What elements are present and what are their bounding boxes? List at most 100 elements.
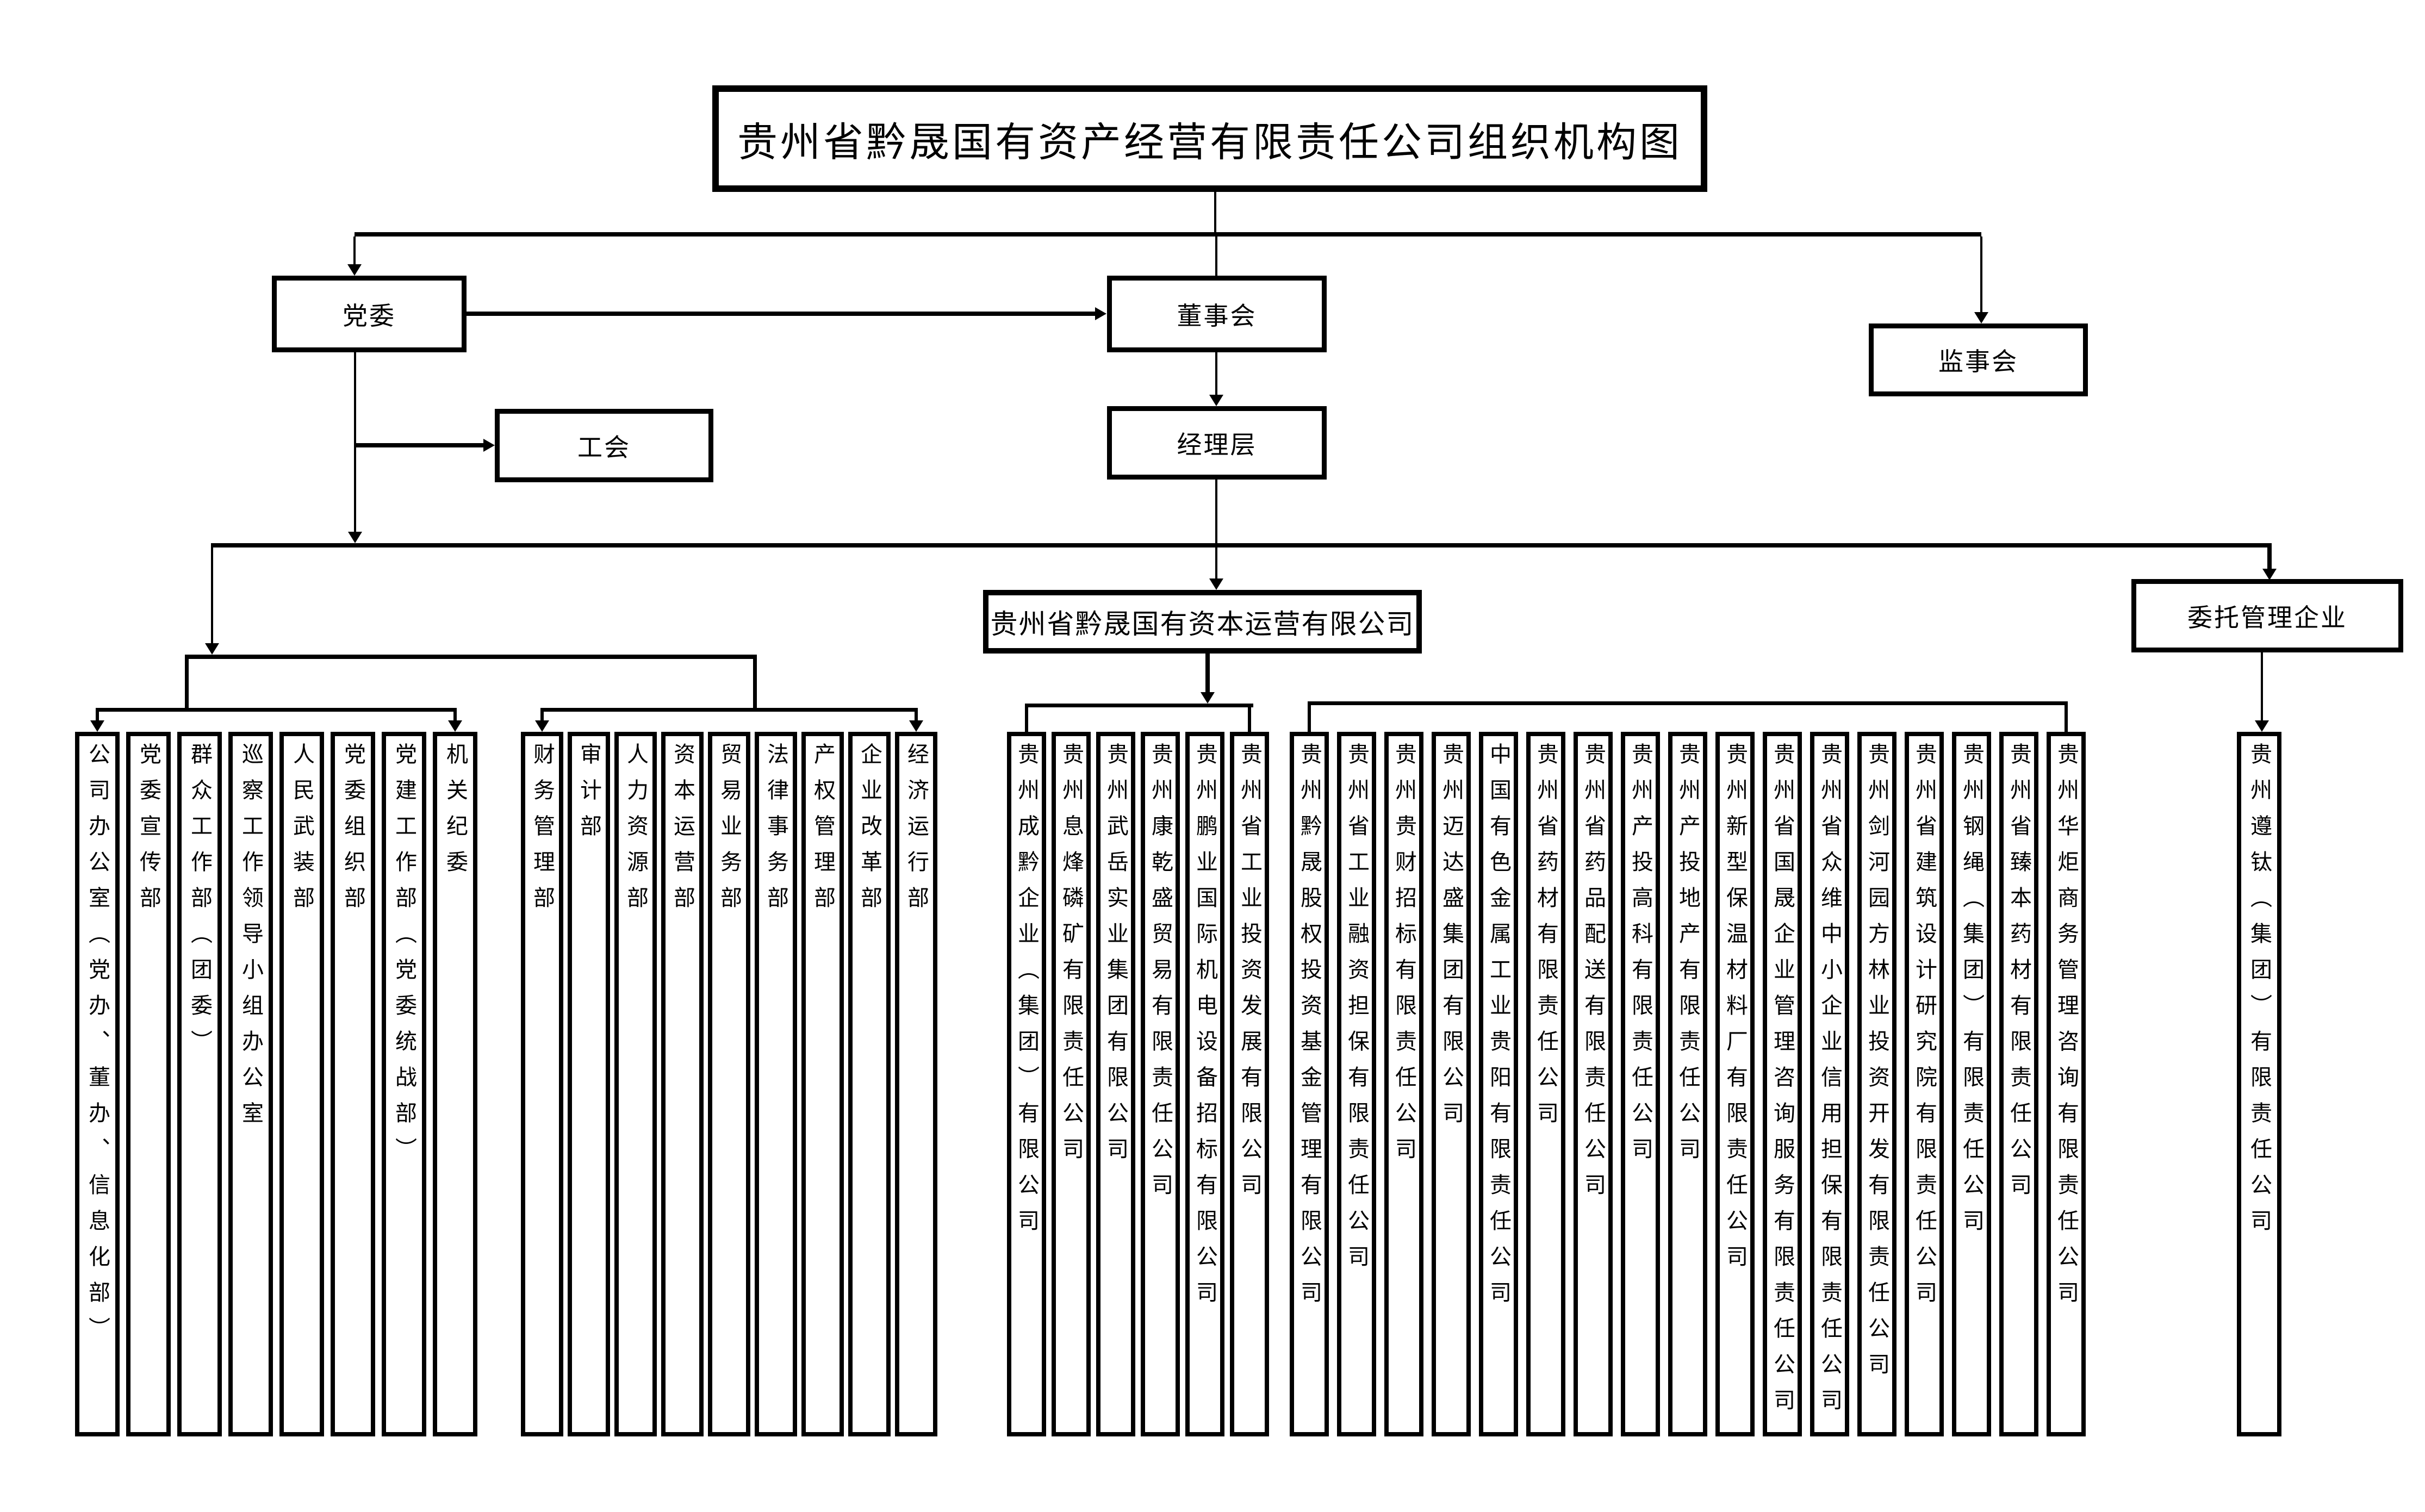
bracket-func: [540, 708, 918, 712]
org-column: 经济运行部: [895, 732, 937, 1436]
drop-to-board: [1215, 237, 1217, 276]
group-capital-subsidiaries-b: 贵州黔晟股权投资基金管理有限公司贵州省工业融资担保有限责任公司贵州贵财招标有限责…: [1290, 732, 2086, 1436]
org-column: 贸易业务部: [708, 732, 750, 1436]
drop-to-supervisory: [1980, 237, 1982, 314]
arrowhead-into-management: [1209, 395, 1223, 406]
group-capital-subsidiaries-a: 贵州成黔企业（集团）有限公司贵州息烽磷矿有限责任公司贵州武岳实业集团有限公司贵州…: [1007, 732, 1269, 1436]
node-capital-operation-company-label: 贵州省黔晟国有资本运营有限公司: [990, 608, 1415, 639]
org-column-label: 贵州成黔企业（集团）有限公司: [1015, 743, 1039, 1245]
org-column-label: 经济运行部: [904, 743, 929, 922]
org-column: 贵州遵钛（集团）有限责任公司: [2237, 732, 2281, 1436]
node-entrusted-management: 委托管理企业: [2131, 579, 2403, 652]
bracket-func-r-stub: [915, 712, 918, 721]
arrowhead-bracket-func-left: [535, 720, 549, 732]
bracket-party: [96, 708, 457, 712]
org-column: 贵州省建筑设计研究院有限责任公司: [1905, 732, 1944, 1436]
org-column: 贵州贵财招标有限责任公司: [1384, 732, 1423, 1436]
hline2-left-drop: [185, 659, 189, 708]
org-column: 党建工作部（党委统战部）: [382, 732, 426, 1436]
org-column: 产权管理部: [801, 732, 844, 1436]
org-column-label: 公司办公室（党办、董办、信息化部）: [85, 743, 110, 1353]
org-column-label: 贵州省国晟企业管理咨询服务有限责任公司: [1770, 743, 1795, 1424]
org-column: 资本运营部: [661, 732, 704, 1436]
org-column-label: 贵州省工业融资担保有限责任公司: [1345, 743, 1369, 1281]
node-party-committee: 党委: [272, 276, 467, 352]
bracket-sub-b: [1308, 701, 2068, 705]
org-column-label: 贵州产投高科有限责任公司: [1628, 743, 1653, 1173]
bracket-sub-a-r-stub: [1248, 707, 1251, 732]
org-column: 党委组织部: [331, 732, 375, 1436]
org-column: 群众工作部（团委）: [177, 732, 222, 1436]
node-supervisory-board-label: 监事会: [1938, 348, 2018, 376]
org-column-label: 贵州省药材有限责任公司: [1534, 743, 1558, 1137]
node-party-committee-label: 党委: [343, 302, 396, 330]
org-column-label: 贵州钢绳（集团）有限责任公司: [1960, 743, 1984, 1245]
org-column-label: 群众工作部（团委）: [188, 743, 212, 1066]
org-column: 贵州迈达盛集团有限公司: [1432, 732, 1471, 1436]
org-column: 贵州息烽磷矿有限责任公司: [1052, 732, 1091, 1436]
node-board-of-directors-label: 董事会: [1177, 302, 1257, 330]
org-column-label: 贵州迈达盛集团有限公司: [1439, 743, 1464, 1137]
arrowhead-into-board: [1095, 307, 1106, 320]
org-column-label: 贵州康乾盛贸易有限责任公司: [1148, 743, 1173, 1209]
org-column: 贵州省臻本药材有限责任公司: [1999, 732, 2038, 1436]
arrowhead-into-zuntai: [2255, 720, 2269, 732]
org-column: 机关纪委: [433, 732, 477, 1436]
org-column-label: 贵州鹏业国际机电设备招标有限公司: [1193, 743, 1217, 1317]
org-column: 贵州成黔企业（集团）有限公司: [1007, 732, 1046, 1436]
org-column-label: 贵州省臻本药材有限责任公司: [2007, 743, 2031, 1209]
org-column-label: 贵州武岳实业集团有限公司: [1104, 743, 1128, 1173]
group-party-departments: 公司办公室（党办、董办、信息化部）党委宣传部群众工作部（团委）巡察工作领导小组办…: [75, 732, 477, 1436]
bracket-party-l-stub: [96, 712, 99, 721]
org-column-label: 财务管理部: [530, 743, 555, 922]
group-entrusted-companies: 贵州遵钛（集团）有限责任公司: [2237, 732, 2281, 1436]
bracket-sub-b-l-stub: [1308, 705, 1311, 732]
org-column: 贵州新型保温材料厂有限责任公司: [1715, 732, 1755, 1436]
main-hline-2: [185, 655, 757, 659]
org-column: 党委宣传部: [126, 732, 171, 1436]
bracket-sub-a-l-stub: [1025, 707, 1028, 732]
arrowhead-capital-to-bracket: [1201, 692, 1215, 704]
org-column-label: 贵州产投地产有限责任公司: [1676, 743, 1700, 1173]
org-column: 财务管理部: [521, 732, 563, 1436]
org-column: 贵州省工业融资担保有限责任公司: [1337, 732, 1376, 1436]
arrowhead-into-union: [483, 439, 495, 452]
org-column: 贵州钢绳（集团）有限责任公司: [1952, 732, 1991, 1436]
org-column: 公司办公室（党办、董办、信息化部）: [75, 732, 120, 1436]
top-level-hline: [355, 232, 1981, 237]
bracket-party-r-stub: [453, 712, 457, 721]
arrowhead-bracket-party-left: [90, 720, 104, 732]
org-column: 贵州剑河园方林业投资开发有限责任公司: [1857, 732, 1897, 1436]
group-functional-departments: 财务管理部审计部人力资源部资本运营部贸易业务部法律事务部产权管理部企业改革部经济…: [521, 732, 937, 1436]
org-column-label: 企业改革部: [857, 743, 882, 922]
arrowhead-hline1-to-hline2: [205, 643, 219, 655]
party-to-union-hline: [355, 443, 483, 447]
org-column-label: 贵州华炬商务管理咨询有限责任公司: [2054, 743, 2079, 1317]
node-capital-operation-company: 贵州省黔晟国有资本运营有限公司: [983, 590, 1422, 654]
org-column-label: 党委宣传部: [136, 743, 161, 922]
org-column: 贵州产投高科有限责任公司: [1621, 732, 1660, 1436]
node-labor-union-label: 工会: [577, 433, 631, 462]
bracket-func-l-stub: [540, 712, 544, 721]
org-column-label: 贵州遵钛（集团）有限责任公司: [2247, 743, 2272, 1245]
arrowhead-party-to-hline1: [348, 532, 362, 543]
node-supervisory-board: 监事会: [1869, 323, 2088, 396]
node-management-team-label: 经理层: [1177, 431, 1257, 459]
org-column-label: 贵州省药品配送有限责任公司: [1581, 743, 1606, 1209]
org-column: 贵州产投地产有限责任公司: [1668, 732, 1707, 1436]
hline1-left-drop: [211, 547, 213, 644]
entrusted-drop: [2261, 652, 2263, 722]
org-column-label: 中国有色金属工业贵阳有限责任公司: [1487, 743, 1511, 1317]
org-column: 贵州鹏业国际机电设备招标有限公司: [1185, 732, 1224, 1436]
org-column-label: 贵州新型保温材料厂有限责任公司: [1723, 743, 1748, 1281]
org-column-label: 法律事务部: [764, 743, 788, 922]
org-column: 贵州武岳实业集团有限公司: [1096, 732, 1135, 1436]
org-column-label: 贸易业务部: [717, 743, 742, 922]
drop-to-party-committee: [353, 237, 356, 265]
bracket-sub-a: [1025, 704, 1253, 707]
org-column-label: 资本运营部: [670, 743, 695, 922]
mgmt-to-capital-drop: [1215, 480, 1217, 580]
party-to-board-hline: [467, 312, 1096, 316]
node-entrusted-management-label: 委托管理企业: [2187, 603, 2347, 632]
